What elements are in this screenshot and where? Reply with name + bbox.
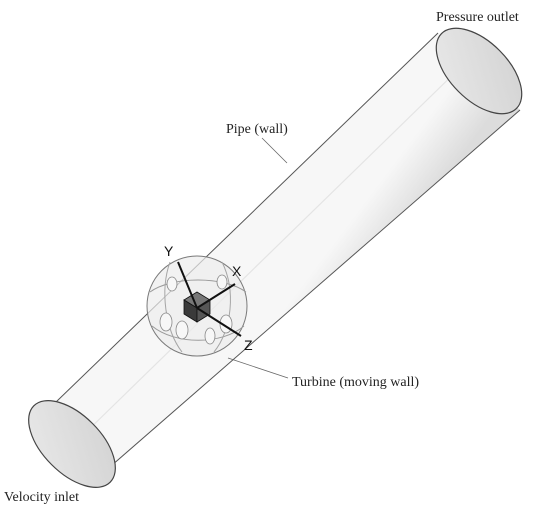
y-axis-line <box>177 261 198 309</box>
pipe-wall <box>55 32 521 487</box>
x-axis-label: X <box>232 263 242 279</box>
coordinate-axes: Y X Z <box>164 243 253 353</box>
pipe-label: Pipe (wall) <box>226 122 288 137</box>
pipe-leader-line <box>261 137 288 164</box>
z-axis-line <box>196 307 242 337</box>
x-axis-line <box>196 283 236 309</box>
y-axis-label: Y <box>164 243 174 259</box>
inlet-label: Velocity inlet <box>4 490 79 505</box>
turbine-leader-line <box>227 357 289 379</box>
turbine-label: Turbine (moving wall) <box>292 375 419 390</box>
outlet-face <box>435 27 523 115</box>
outlet-label: Pressure outlet <box>436 10 519 25</box>
z-axis-label: Z <box>244 337 253 353</box>
inlet-face <box>28 400 116 488</box>
